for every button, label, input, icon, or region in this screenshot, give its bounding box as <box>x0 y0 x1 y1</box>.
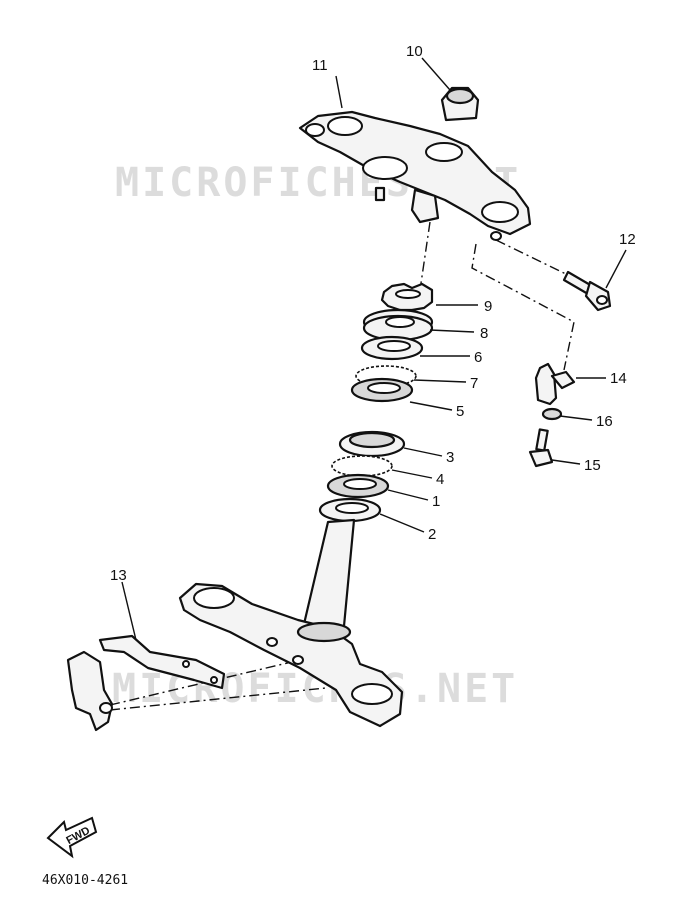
bearing-lower <box>331 455 393 477</box>
forward-arrow-icon: FWD <box>46 816 98 859</box>
bolt <box>562 270 612 312</box>
dust-seal <box>318 497 382 523</box>
callout-14: 14 <box>610 370 627 387</box>
ball-race-cover <box>360 335 424 361</box>
clamp <box>534 362 576 406</box>
diagram-reference-code: 46X010-4261 <box>42 873 128 888</box>
callout-12: 12 <box>619 231 636 248</box>
callout-16: 16 <box>596 413 613 430</box>
callout-11: 11 <box>312 57 328 74</box>
callout-7: 7 <box>470 375 478 392</box>
callout-4: 4 <box>436 471 444 488</box>
small-nut <box>541 407 563 421</box>
callout-3: 3 <box>446 449 454 466</box>
callout-15: 15 <box>584 457 601 474</box>
small-bolt <box>528 428 554 468</box>
stem-nut <box>440 86 480 122</box>
under-bracket <box>178 518 404 728</box>
bracket-stay <box>66 634 226 732</box>
lower-race <box>326 473 390 499</box>
callout-13: 13 <box>110 567 127 584</box>
callout-2: 2 <box>428 526 436 543</box>
callout-6: 6 <box>474 349 482 366</box>
lower-ball-race <box>338 430 406 458</box>
washer <box>362 308 434 342</box>
callout-10: 10 <box>406 43 423 60</box>
callout-8: 8 <box>480 325 488 342</box>
upper-bracket <box>298 110 532 241</box>
callout-9: 9 <box>484 298 492 315</box>
callout-5: 5 <box>456 403 464 420</box>
callout-1: 1 <box>432 493 440 510</box>
ring-nut <box>380 282 434 312</box>
upper-race <box>350 377 414 403</box>
